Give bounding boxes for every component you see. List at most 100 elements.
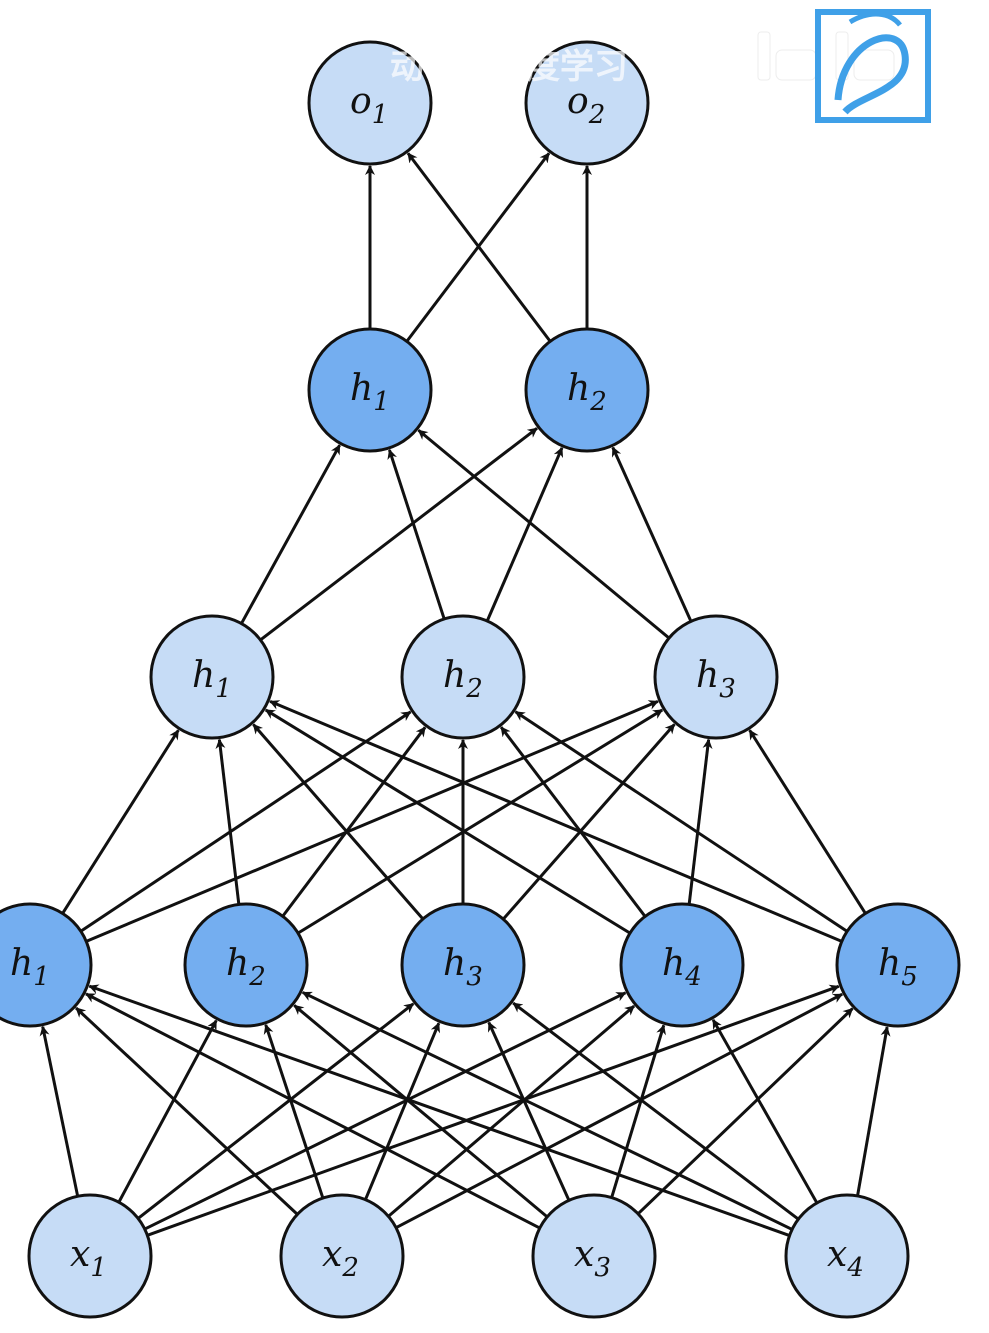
watermark: 动手学深度学习 — [390, 9, 931, 123]
node-label: h2 — [443, 655, 483, 704]
node-subscript: 1 — [373, 387, 390, 417]
node-output-o1: o1 — [307, 40, 433, 166]
node-subscript: 2 — [465, 674, 483, 704]
edge-input-1-to-hidden1-2 — [117, 1019, 218, 1203]
edge-input-4-to-hidden1-2 — [301, 991, 793, 1231]
node-label: h5 — [878, 943, 918, 992]
node-hidden1-h5: h5 — [835, 902, 961, 1028]
node-output-o2: o2 — [524, 40, 650, 166]
node-variable: h — [10, 943, 33, 984]
edge-input-4-to-hidden1-1 — [88, 984, 791, 1237]
node-variable: h — [443, 943, 466, 984]
node-variable: h — [192, 655, 215, 696]
node-circle — [653, 614, 779, 740]
node-circle — [524, 327, 650, 453]
node-circle — [27, 1193, 153, 1319]
edge-hidden1-5-to-hidden2-3 — [748, 729, 867, 915]
node-label: h3 — [696, 655, 736, 704]
node-variable: o — [350, 81, 372, 122]
node-hidden1-h2: h2 — [183, 902, 309, 1028]
node-circle — [183, 902, 309, 1028]
node-subscript: 5 — [901, 962, 918, 992]
edge-input-1-to-hidden1-4 — [144, 991, 627, 1231]
node-subscript: 2 — [248, 962, 266, 992]
node-subscript: 2 — [588, 100, 606, 130]
node-input-x4: x4 — [784, 1193, 910, 1319]
watermark-text: 动手学深度学习 — [390, 47, 628, 87]
edge-input-4-to-hidden1-3 — [512, 1001, 800, 1221]
edge-input-1-to-hidden1-1 — [39, 1025, 80, 1197]
edge-input-2-to-hidden1-3 — [364, 1022, 441, 1201]
node-hidden3-h1: h1 — [307, 327, 433, 453]
node-circle — [531, 1193, 657, 1319]
node-hidden3-h2: h2 — [524, 327, 650, 453]
edge-hidden2-1-to-hidden3-2 — [259, 427, 538, 642]
node-variable: x — [70, 1234, 90, 1275]
node-hidden2-h1: h1 — [149, 614, 275, 740]
node-label: h1 — [10, 943, 50, 992]
edge-input-3-to-hidden1-4 — [610, 1024, 666, 1199]
node-circle — [400, 614, 526, 740]
node-circle — [0, 902, 93, 1028]
node-subscript: 1 — [215, 674, 232, 704]
edge-hidden2-1-to-hidden3-1 — [240, 444, 341, 625]
edge-input-3-to-hidden1-3 — [487, 1021, 571, 1201]
node-variable: h — [443, 655, 466, 696]
node-label: h1 — [350, 368, 390, 417]
node-variable: x — [827, 1234, 847, 1275]
edge-hidden1-2-to-hidden2-1 — [215, 738, 241, 905]
edge-input-3-to-hidden1-2 — [293, 1004, 549, 1219]
edge-hidden1-2-to-hidden2-3 — [297, 708, 664, 935]
node-hidden1-h4: h4 — [619, 902, 745, 1028]
node-circle — [279, 1193, 405, 1319]
node-label: o1 — [350, 81, 388, 130]
node-circle — [307, 327, 433, 453]
edge-input-3-to-hidden1-1 — [85, 992, 541, 1230]
node-label: o2 — [567, 81, 605, 130]
node-circle — [524, 40, 650, 166]
edge-hidden2-3-to-hidden3-1 — [417, 429, 671, 640]
node-hidden2-h3: h3 — [653, 614, 779, 740]
edge-input-2-to-hidden1-5 — [395, 992, 844, 1230]
edge-input-1-to-hidden1-3 — [137, 1002, 415, 1220]
node-variable: h — [226, 943, 249, 984]
node-subscript: 2 — [341, 1253, 359, 1283]
node-circle — [307, 40, 433, 166]
edge-hidden1-5-to-hidden2-2 — [514, 710, 848, 933]
edge-hidden1-1-to-hidden2-2 — [79, 710, 412, 933]
edge-hidden1-4-to-hidden2-2 — [499, 726, 647, 918]
node-label: h2 — [226, 943, 266, 992]
edge-hidden1-4-to-hidden2-3 — [687, 738, 713, 905]
node-input-x2: x2 — [279, 1193, 405, 1319]
node-subscript: 3 — [719, 674, 736, 704]
node-variable: h — [567, 368, 590, 409]
node-subscript: 2 — [589, 387, 607, 417]
edge-input-2-to-hidden1-1 — [75, 1006, 299, 1216]
node-subscript: 4 — [684, 962, 702, 992]
node-variable: h — [662, 943, 685, 984]
edge-hidden1-1-to-hidden2-1 — [61, 729, 180, 915]
node-hidden1-h1: h1 — [0, 902, 93, 1028]
node-circle — [400, 902, 526, 1028]
connections — [39, 152, 891, 1237]
node-input-x1: x1 — [27, 1193, 153, 1319]
node-subscript: 1 — [90, 1253, 107, 1283]
node-subscript: 1 — [372, 100, 389, 130]
node-hidden2-h2: h2 — [400, 614, 526, 740]
node-input-x3: x3 — [531, 1193, 657, 1319]
node-subscript: 4 — [846, 1253, 864, 1283]
edge-input-4-to-hidden1-4 — [711, 1018, 819, 1204]
edge-input-3-to-hidden1-5 — [637, 1007, 854, 1215]
node-circle — [619, 902, 745, 1028]
edge-hidden1-3-to-hidden2-3 — [502, 723, 676, 921]
node-hidden1-h3: h3 — [400, 902, 526, 1028]
edge-input-4-to-hidden1-5 — [856, 1026, 891, 1197]
edge-hidden2-3-to-hidden3-2 — [611, 446, 693, 622]
node-subscript: 3 — [594, 1253, 611, 1283]
node-label: x2 — [322, 1234, 359, 1283]
node-label: h1 — [192, 655, 232, 704]
node-subscript: 1 — [33, 962, 50, 992]
edge-hidden1-5-to-hidden2-1 — [269, 700, 843, 943]
